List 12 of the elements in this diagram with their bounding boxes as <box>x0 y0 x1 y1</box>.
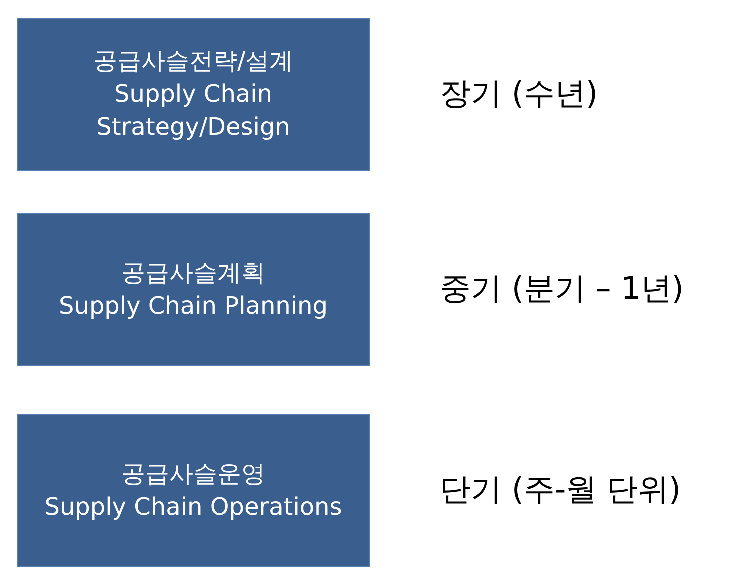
time-horizon-label: 단기 (주-월 단위) <box>440 470 682 510</box>
box-heading: 공급사슬운영 <box>120 458 266 490</box>
process-box <box>17 213 370 366</box>
time-horizon-label: 중기 (분기 – 1년) <box>440 270 684 308</box>
box-text: Supply Chain Strategy/Design <box>96 79 292 143</box>
box-heading: 공급사슬전략/설계 <box>92 46 295 77</box>
process-box <box>17 18 370 171</box>
box-text: Supply Chain Operations <box>44 492 344 522</box>
process-box <box>17 414 370 567</box>
box-text: Supply Chain Planning <box>58 290 329 322</box>
time-horizon-label: 장기 (수년) <box>440 74 598 114</box>
box-heading: 공급사슬계획 <box>120 258 266 288</box>
